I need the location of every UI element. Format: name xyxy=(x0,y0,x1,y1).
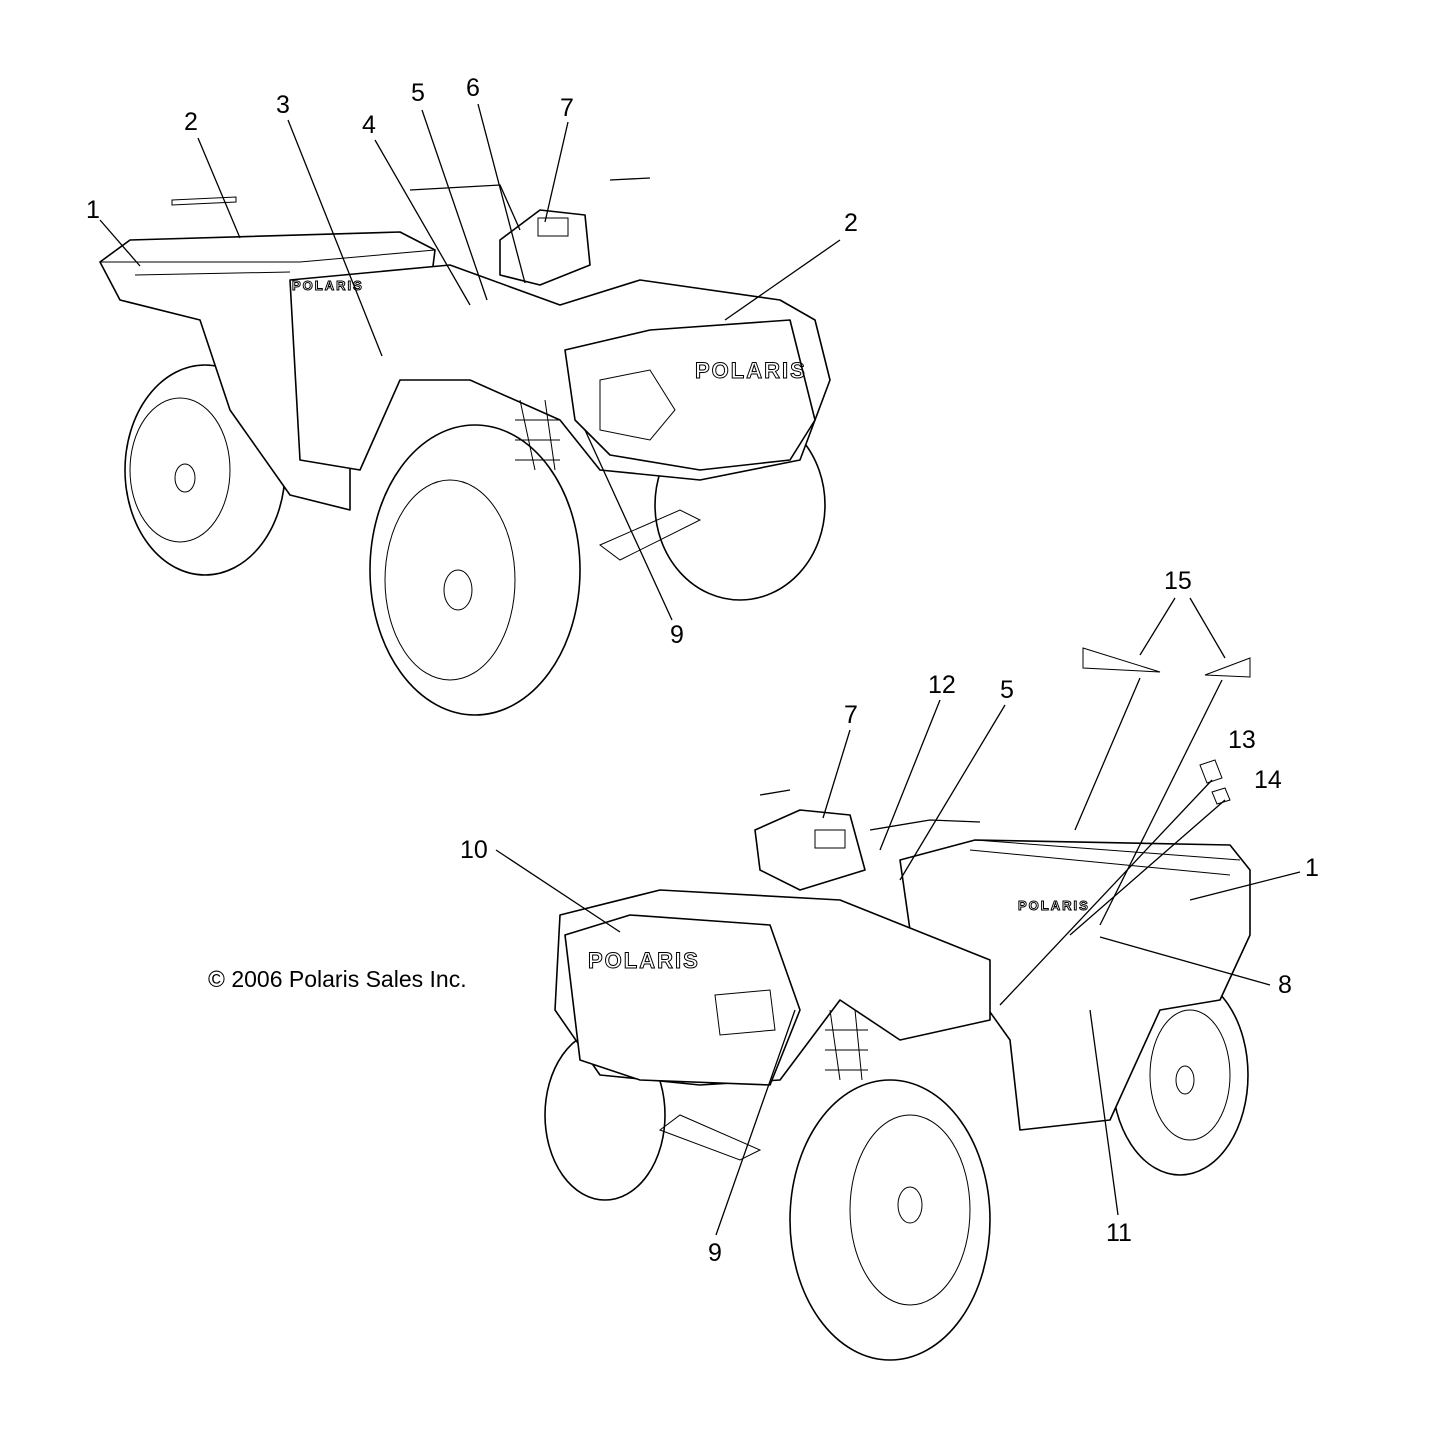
callout-5: 5 xyxy=(411,79,425,107)
callout-10: 10 xyxy=(460,836,488,864)
leader-line-6 xyxy=(477,103,526,284)
lower-polaris-logo: POLARIS xyxy=(588,948,700,973)
callout-9: 9 xyxy=(670,621,684,649)
callout-9: 9 xyxy=(708,1239,722,1267)
copyright-notice: © 2006 Polaris Sales Inc. xyxy=(208,966,467,992)
leader-line-9 xyxy=(715,1009,796,1236)
decal-15-right xyxy=(1204,657,1251,678)
leader-line-11 xyxy=(1089,1009,1119,1216)
leader-line-5 xyxy=(899,704,1006,881)
callout-5: 5 xyxy=(1000,676,1014,704)
callout-2: 2 xyxy=(844,209,858,237)
callout-14: 14 xyxy=(1254,766,1282,794)
decal-14 xyxy=(1211,787,1231,805)
leader-line-1 xyxy=(1189,871,1301,901)
leader-lines xyxy=(99,103,1301,1236)
callout-13: 13 xyxy=(1228,726,1256,754)
leader-line-8 xyxy=(1099,936,1271,986)
upper-polaris-logo: POLARIS xyxy=(695,358,807,383)
callout-4: 4 xyxy=(362,111,376,139)
leader-line-2 xyxy=(724,239,841,321)
leader-line-15 xyxy=(1189,597,1226,659)
decal-2-rear-strip xyxy=(171,196,237,206)
decal-13 xyxy=(1199,759,1223,784)
leader-line-14 xyxy=(1069,799,1226,936)
leader-line-15 xyxy=(1099,679,1223,926)
lower-side-polaris-logo: POLARIS xyxy=(1018,898,1090,913)
callout-8: 8 xyxy=(1278,971,1292,999)
leader-line-5 xyxy=(421,109,488,301)
callout-6: 6 xyxy=(466,74,480,102)
callout-11: 11 xyxy=(1106,1219,1132,1247)
callout-3: 3 xyxy=(276,91,290,119)
leader-line-9 xyxy=(584,429,673,621)
callout-1: 1 xyxy=(1305,854,1319,882)
leader-line-15 xyxy=(1074,677,1141,831)
upper-atv-illustration: POLARIS POLARIS xyxy=(99,177,831,716)
leader-line-12 xyxy=(879,699,941,851)
leader-line-7 xyxy=(544,121,569,223)
leader-line-15 xyxy=(1139,597,1176,656)
decal-shapes xyxy=(171,196,1251,805)
leader-line-7 xyxy=(822,729,851,819)
decal-15-left xyxy=(1082,647,1161,673)
leader-line-10 xyxy=(495,849,621,933)
leader-line-13 xyxy=(999,779,1213,1006)
leader-line-3 xyxy=(287,119,383,357)
callout-7: 7 xyxy=(844,701,858,729)
callout-7: 7 xyxy=(560,94,574,122)
leader-line-1 xyxy=(99,219,141,267)
callout-2: 2 xyxy=(184,108,198,136)
callout-1: 1 xyxy=(86,196,100,224)
leader-line-4 xyxy=(374,139,471,306)
leader-line-2 xyxy=(197,137,241,239)
upper-side-polaris-logo: POLARIS xyxy=(292,278,364,293)
callout-12: 12 xyxy=(928,671,956,699)
lower-atv-illustration: POLARIS POLARIS xyxy=(544,789,1251,1361)
callout-15: 15 xyxy=(1164,567,1192,595)
